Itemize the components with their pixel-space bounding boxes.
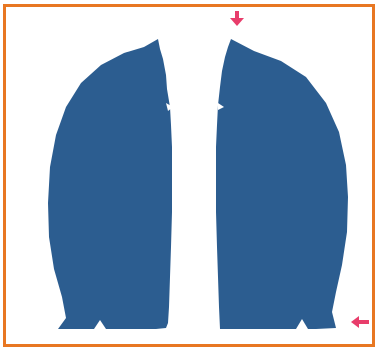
right-lung [216, 39, 348, 329]
arrow-left-icon [351, 316, 369, 328]
lung-illustration [6, 7, 372, 344]
image-frame [3, 4, 375, 347]
arrow-down-icon [230, 11, 244, 26]
left-lung [48, 39, 172, 329]
